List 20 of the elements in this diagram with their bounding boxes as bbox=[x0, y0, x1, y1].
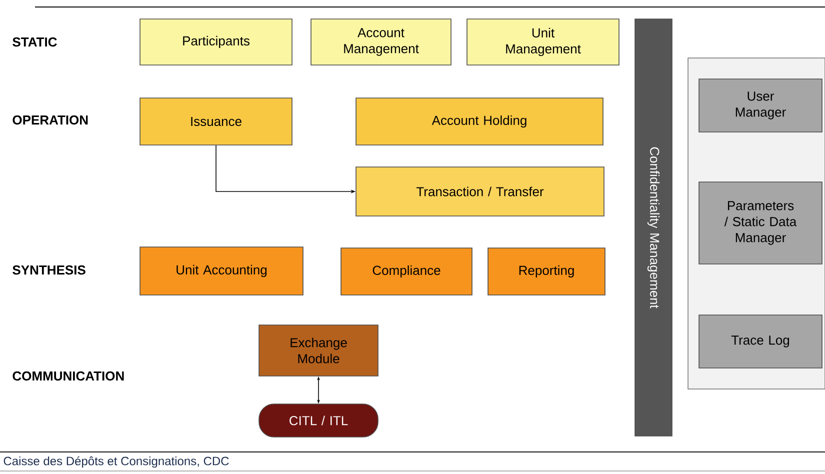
terminal-pill: CITL / ITL bbox=[258, 404, 378, 438]
module-box: Compliance bbox=[340, 248, 472, 296]
module-box: Trace Log bbox=[698, 314, 822, 368]
module-box: Reporting bbox=[488, 248, 606, 296]
row-label: OPERATION bbox=[12, 115, 88, 125]
row-label: COMMUNICATION bbox=[12, 371, 124, 381]
module-box: Transaction / Transfer bbox=[356, 166, 604, 216]
row-label: STATIC bbox=[12, 37, 57, 47]
module-box: User Manager bbox=[698, 78, 822, 132]
module-box: Account Holding bbox=[356, 98, 604, 146]
module-box: Exchange Module bbox=[258, 324, 378, 376]
module-box: Parameters / Static Data Manager bbox=[698, 182, 822, 264]
module-box: Unit Management bbox=[466, 18, 620, 66]
caption: Caisse des Dépôts et Consignations, CDC bbox=[4, 456, 229, 468]
row-label: SYNTHESIS bbox=[12, 265, 86, 275]
vertical-bar: Confidentiality Management bbox=[634, 18, 672, 436]
module-box: Participants bbox=[140, 18, 292, 66]
module-box: Account Management bbox=[310, 18, 452, 66]
module-box: Unit Accounting bbox=[140, 246, 304, 296]
module-box: Issuance bbox=[140, 98, 292, 146]
